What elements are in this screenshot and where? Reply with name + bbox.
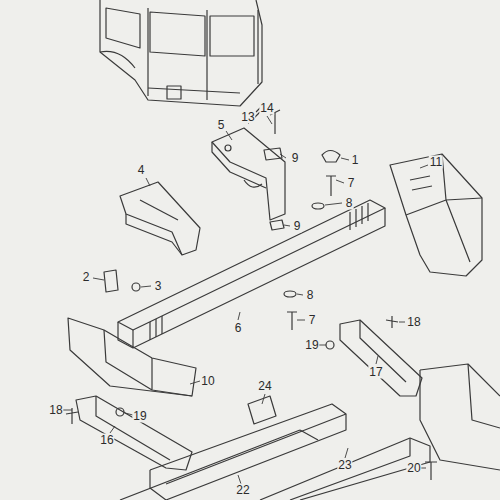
lower-cover bbox=[260, 438, 430, 500]
callout-number: 10 bbox=[200, 375, 215, 388]
corner-panel bbox=[420, 364, 500, 470]
leader-lines bbox=[63, 116, 428, 490]
callout-number: 7 bbox=[347, 177, 356, 190]
mounting-strip bbox=[76, 396, 192, 470]
bumper-cover bbox=[68, 318, 196, 396]
callout-number: 7 bbox=[308, 314, 317, 327]
bumper-beam bbox=[118, 200, 385, 348]
callout-number: 24 bbox=[257, 380, 272, 393]
bumper-end-cap bbox=[390, 154, 482, 276]
callout-number: 6 bbox=[234, 322, 243, 335]
callout-number: 4 bbox=[137, 164, 146, 177]
lower-step bbox=[120, 396, 346, 500]
callout-number: 9 bbox=[291, 152, 300, 165]
callout-number: 14 bbox=[259, 102, 274, 115]
callout-number: 16 bbox=[99, 434, 114, 447]
callout-number: 23 bbox=[337, 459, 352, 472]
bracket bbox=[212, 128, 285, 220]
callout-number: 20 bbox=[406, 462, 421, 475]
bracket bbox=[120, 182, 200, 255]
callout-number: 2 bbox=[82, 271, 91, 284]
mounting-strip bbox=[340, 320, 422, 396]
callout-number: 19 bbox=[132, 410, 147, 423]
callout-number: 8 bbox=[345, 197, 354, 210]
callout-number: 19 bbox=[304, 339, 319, 352]
callout-number: 18 bbox=[48, 404, 63, 417]
callout-number: 3 bbox=[154, 280, 163, 293]
callout-number: 22 bbox=[235, 484, 250, 497]
fasteners bbox=[66, 106, 437, 480]
callout-number: 18 bbox=[406, 316, 421, 329]
callout-number: 8 bbox=[306, 289, 315, 302]
callout-number: 9 bbox=[293, 220, 302, 233]
callout-number: 17 bbox=[368, 366, 383, 379]
callout-number: 13 bbox=[240, 111, 255, 124]
van-body bbox=[100, 0, 262, 106]
callout-number: 11 bbox=[429, 156, 443, 169]
callout-number: 5 bbox=[217, 119, 226, 132]
callout-number: 1 bbox=[351, 154, 360, 167]
